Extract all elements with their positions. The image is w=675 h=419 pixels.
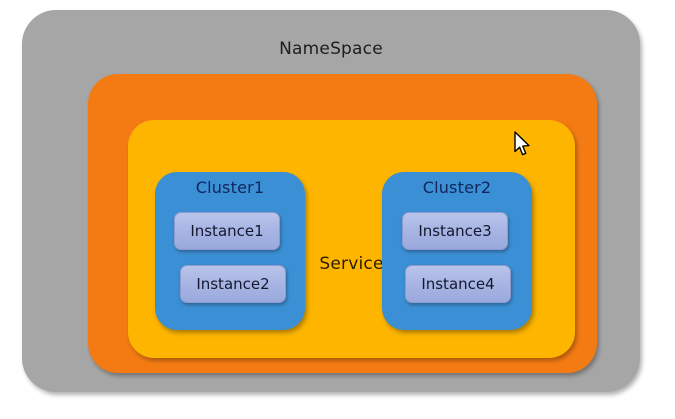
cluster-2-label: Cluster2 xyxy=(422,178,492,197)
namespace-label: NameSpace xyxy=(279,39,383,59)
instance-3-label: Instance3 xyxy=(418,222,492,240)
instance-box-1: Instance1 xyxy=(174,212,280,250)
cluster-container-2: Cluster2 Instance3 Instance4 xyxy=(382,172,532,330)
instance-box-2: Instance2 xyxy=(180,265,286,303)
service-label: Service xyxy=(319,254,384,274)
cluster-container-1: Cluster1 Instance1 Instance2 xyxy=(155,172,305,330)
instance-2-label: Instance2 xyxy=(196,275,270,293)
cluster-1-label: Cluster1 xyxy=(195,178,265,197)
instance-box-4: Instance4 xyxy=(405,265,511,303)
instance-4-label: Instance4 xyxy=(421,275,495,293)
instance-1-label: Instance1 xyxy=(190,222,264,240)
instance-box-3: Instance3 xyxy=(402,212,508,250)
